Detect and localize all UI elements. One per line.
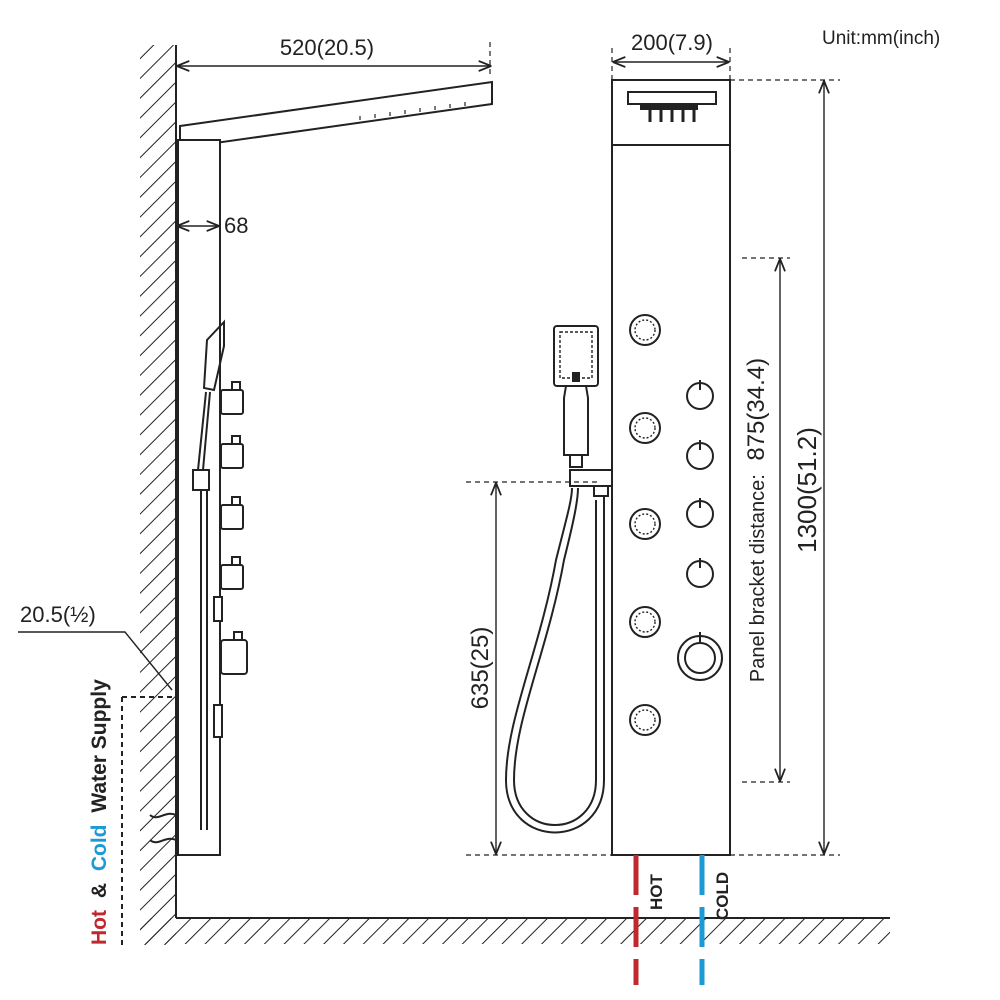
pipe-size-dimension: 20.5(½) (20, 602, 96, 627)
unit-note: Unit:mm(inch) (822, 28, 940, 49)
supply-word: Water Supply (88, 679, 111, 813)
hot-word: Hot (88, 910, 111, 945)
panel-front-body (611, 79, 731, 856)
bracket-distance-value: 875(34.4) (743, 358, 770, 461)
handshower-height-dimension: 635(25) (467, 627, 494, 710)
knobs-front (677, 380, 723, 681)
hand-shower-front (504, 325, 613, 834)
arm-length-dimension: 520(20.5) (280, 35, 374, 60)
rain-head-front (627, 91, 717, 122)
side-knobs (220, 381, 248, 675)
panel-width-dimension: 200(7.9) (631, 30, 713, 55)
hot-pipe-label: HOT (647, 874, 666, 911)
rain-nozzles (359, 102, 466, 120)
body-jets-front (629, 314, 661, 736)
water-supply-pipe (149, 812, 177, 819)
water-supply-label: Hot & Cold Water Supply (88, 679, 111, 945)
wall (140, 45, 177, 945)
cold-word: Cold (88, 824, 111, 871)
bracket-distance-prefix: Panel bracket distance: (747, 474, 769, 682)
rain-shower-arm (179, 80, 493, 150)
cold-pipe-label: COLD (713, 872, 732, 920)
bracket-distance-dimension: Panel bracket distance: 875(34.4) (743, 358, 770, 682)
panel-side-body (177, 139, 221, 856)
panel-height-dimension: 1300(51.2) (792, 427, 822, 553)
side-view: 520(20.5) 68 20.5(½) Hot & Cold Water Su… (18, 35, 493, 945)
amp-word: & (88, 883, 111, 898)
front-view: HOT COLD 200(7.9) 1300(51.2) Panel brack… (466, 30, 840, 985)
floor (140, 917, 890, 944)
side-jets (213, 596, 223, 738)
hand-shower-side (202, 319, 225, 392)
panel-offset-dimension: 68 (224, 213, 248, 238)
